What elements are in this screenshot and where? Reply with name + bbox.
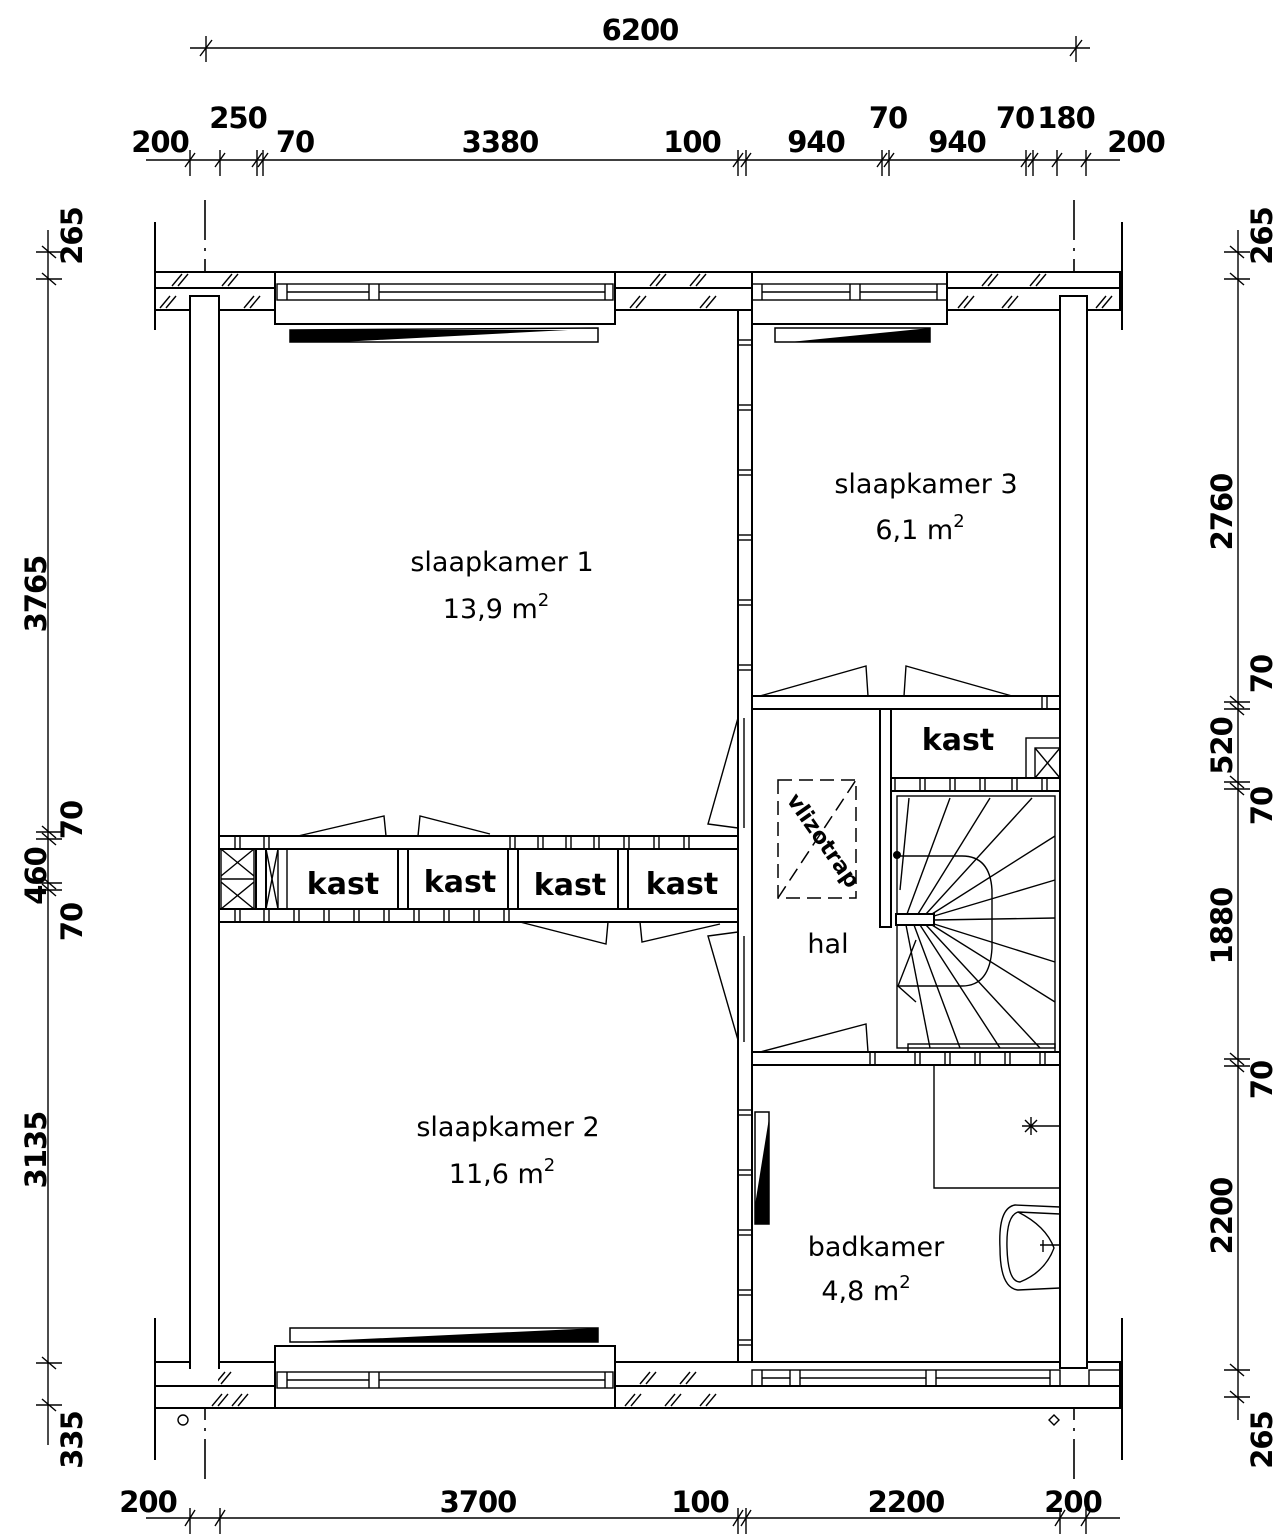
svg-text:70: 70	[55, 903, 89, 941]
svg-text:70: 70	[1245, 655, 1279, 693]
room-labels: slaapkamer 1 13,9 m2 slaapkamer 3 6,1 m2…	[307, 469, 1018, 1307]
svg-text:4,8 m2: 4,8 m2	[821, 1272, 910, 1307]
svg-text:slaapkamer 3: slaapkamer 3	[834, 469, 1017, 500]
svg-text:slaapkamer 2: slaapkamer 2	[416, 1112, 599, 1143]
interior-walls	[218, 309, 1061, 1363]
svg-text:slaapkamer 1: slaapkamer 1	[410, 547, 593, 578]
svg-text:70: 70	[1245, 787, 1279, 825]
closet-label: kast	[646, 867, 718, 902]
attic-hatch	[777, 779, 857, 899]
closet-label: kast	[922, 723, 994, 758]
svg-text:70: 70	[276, 125, 314, 159]
dimension-lines	[36, 36, 1250, 1534]
svg-text:335: 335	[55, 1411, 89, 1469]
svg-text:940: 940	[787, 125, 845, 159]
svg-text:940: 940	[928, 125, 986, 159]
svg-text:3765: 3765	[19, 556, 53, 633]
dimension-labels: 6200 200 250 70 3380 100 940 70 940 70 1…	[19, 13, 1279, 1519]
dim-overall-width: 6200	[602, 13, 679, 47]
svg-text:100: 100	[671, 1485, 729, 1519]
svg-text:100: 100	[663, 125, 721, 159]
svg-text:265: 265	[1245, 207, 1279, 265]
svg-text:200: 200	[119, 1485, 177, 1519]
bathroom-fixtures	[933, 1065, 1061, 1291]
windows	[274, 271, 1121, 1409]
svg-text:1880: 1880	[1205, 888, 1239, 965]
staircase	[893, 795, 1056, 1053]
svg-text:2760: 2760	[1205, 474, 1239, 551]
closet-label: kast	[534, 868, 606, 903]
svg-text:265: 265	[1245, 1411, 1279, 1469]
svg-text:250: 250	[209, 101, 267, 135]
svg-text:3700: 3700	[440, 1485, 517, 1519]
room-slaapkamer-3: slaapkamer 3 6,1 m2	[834, 469, 1017, 546]
svg-text:2200: 2200	[1205, 1178, 1239, 1255]
svg-text:3380: 3380	[462, 125, 539, 159]
shower-drain-icon	[1022, 1117, 1060, 1135]
svg-text:200: 200	[1107, 125, 1165, 159]
svg-text:460: 460	[19, 847, 53, 905]
room-slaapkamer-2: slaapkamer 2 11,6 m2	[416, 1112, 599, 1190]
room-slaapkamer-1: slaapkamer 1 13,9 m2	[410, 547, 593, 625]
svg-text:11,6 m2: 11,6 m2	[449, 1155, 555, 1190]
svg-text:2200: 2200	[868, 1485, 945, 1519]
svg-text:200: 200	[131, 125, 189, 159]
room-badkamer: badkamer 4,8 m2	[808, 1232, 945, 1307]
attic-hatch-label: vlizotrap	[781, 789, 864, 893]
svg-text:265: 265	[55, 207, 89, 265]
svg-text:badkamer: badkamer	[808, 1232, 945, 1263]
svg-text:180: 180	[1037, 101, 1095, 135]
svg-text:70: 70	[1245, 1061, 1279, 1099]
svg-text:70: 70	[996, 101, 1034, 135]
svg-text:200: 200	[1044, 1485, 1102, 1519]
svg-text:3135: 3135	[19, 1112, 53, 1189]
svg-text:6,1 m2: 6,1 m2	[875, 511, 964, 546]
closet-label: kast	[424, 865, 496, 900]
doors	[297, 665, 1013, 1053]
svg-text:70: 70	[55, 801, 89, 839]
closet-label: kast	[307, 867, 379, 902]
svg-text:13,9 m2: 13,9 m2	[443, 590, 549, 625]
room-hal: hal	[807, 929, 848, 960]
svg-text:70: 70	[869, 101, 907, 135]
svg-text:520: 520	[1205, 717, 1239, 775]
